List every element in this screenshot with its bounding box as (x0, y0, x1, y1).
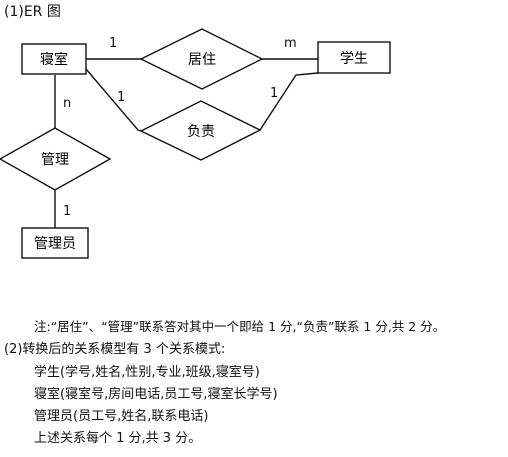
relation-dorm: 寝室(寝室号,房间电话,员工号,寝室长学号) (34, 387, 278, 402)
cardinality-dorm-responsible: 1 (117, 90, 125, 105)
relationship-reside: 居住 (139, 28, 264, 90)
heading: (1)ER 图 (4, 4, 61, 20)
relationship-manage: 管理 (0, 127, 112, 191)
cardinality-responsible-student: 1 (270, 86, 278, 101)
cardinality-manage-admin: 1 (63, 204, 71, 219)
section-2-heading: (2)转换后的关系模型有 3 个关系模式: (4, 342, 226, 357)
cardinality-reside-student: m (284, 36, 297, 51)
edge-dorm-responsible (85, 68, 142, 132)
relationship-responsible-label: 负责 (187, 124, 215, 140)
note-scoring: 注:“居住”、“管理”联系答对其中一个即给 1 分,“负责”联系 1 分,共 2… (34, 319, 446, 334)
relationship-responsible: 负责 (139, 100, 262, 161)
cardinality-dorm-manage: n (63, 96, 71, 111)
edge-responsible-student (259, 72, 319, 131)
entity-student-label: 学生 (340, 51, 368, 67)
relationship-reside-label: 居住 (188, 52, 216, 68)
relationship-manage-label: 管理 (41, 152, 69, 168)
entity-student: 学生 (317, 41, 391, 74)
entity-dorm-label: 寝室 (40, 51, 68, 68)
entity-dorm: 寝室 (21, 43, 87, 75)
entity-admin-label: 管理员 (34, 236, 76, 252)
relation-student: 学生(学号,姓名,性别,专业,班级,寝室号) (34, 365, 260, 380)
cardinality-dorm-reside: 1 (109, 36, 117, 51)
score-note: 上述关系每个 1 分,共 3 分。 (34, 431, 202, 446)
relation-admin: 管理员(员工号,姓名,联系电话) (34, 409, 209, 424)
entity-admin: 管理员 (21, 227, 89, 259)
